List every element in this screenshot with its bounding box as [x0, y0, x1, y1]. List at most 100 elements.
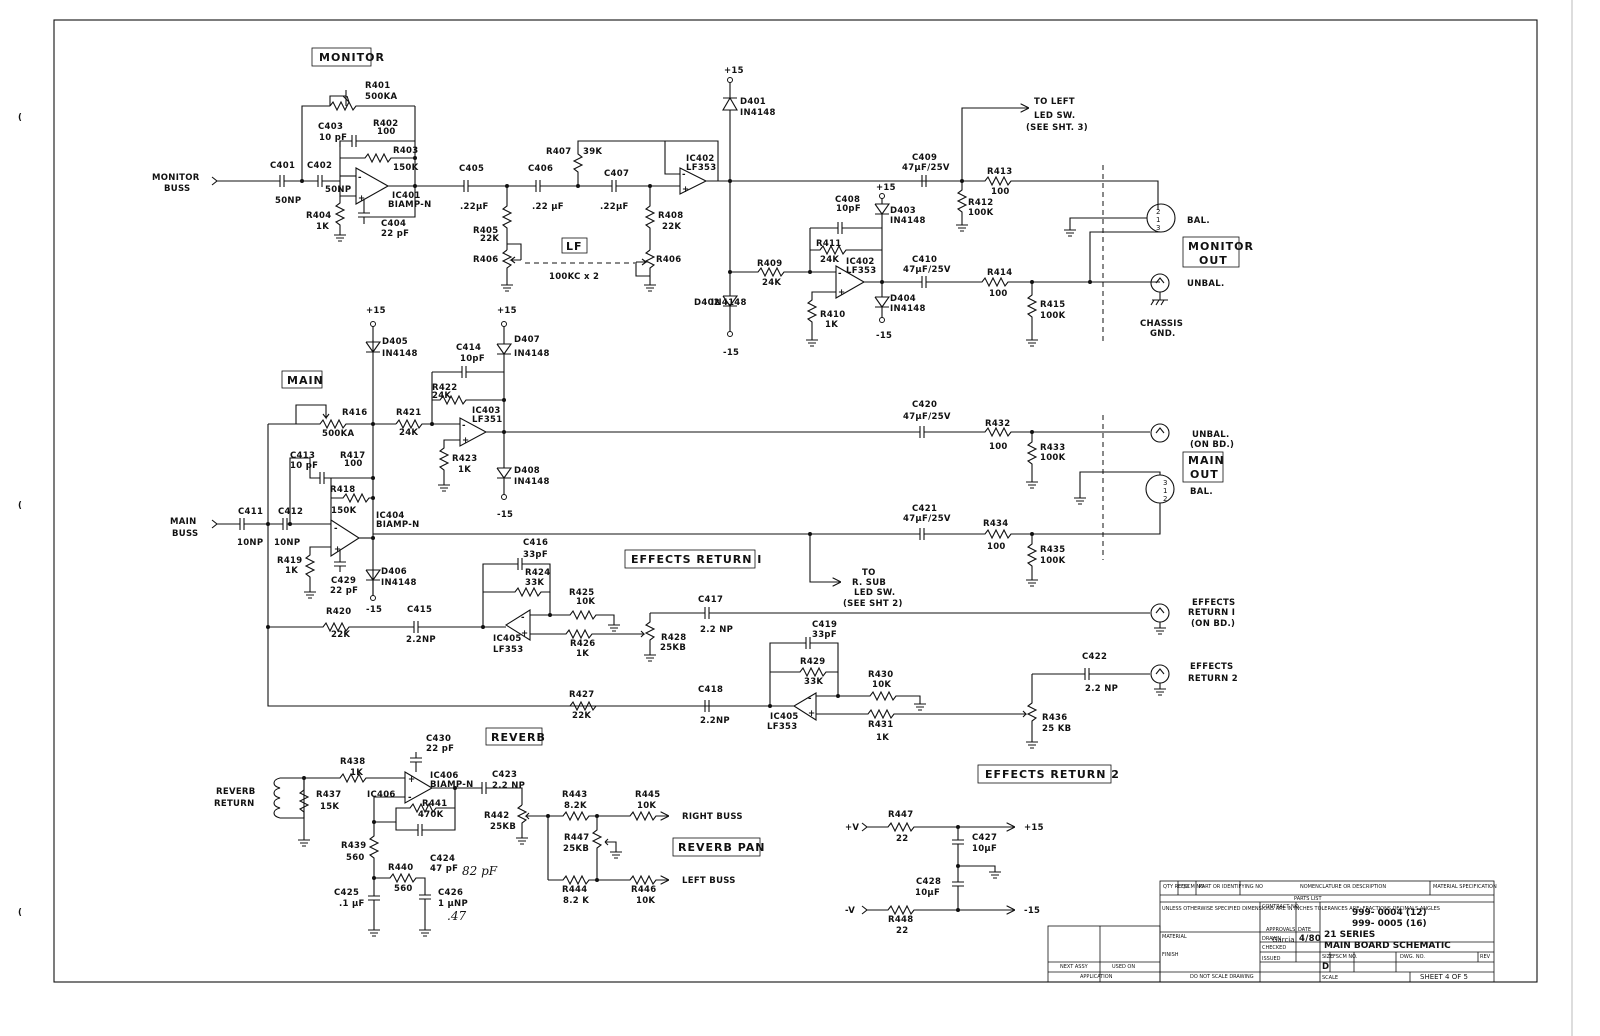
c408-label: C408 — [835, 195, 860, 205]
c407-label: .22μF — [600, 202, 629, 212]
c406-label: .22 μF — [532, 202, 564, 212]
section-label-monitor: MONITOR — [319, 51, 385, 64]
d401-label: D401 — [740, 97, 766, 107]
d403-label: D403 — [890, 206, 916, 216]
r406b-label: R406 — [656, 255, 682, 265]
r416-label: 500KA — [322, 429, 355, 439]
diode-d408 — [496, 432, 513, 495]
capacitor-c428 — [952, 866, 964, 910]
c428-label: 10μF — [915, 888, 940, 898]
r434-label: R434 — [983, 519, 1009, 529]
r414-label: 100 — [989, 289, 1008, 299]
r424-label: 33K — [525, 578, 544, 588]
r429-label: 33K — [804, 677, 823, 687]
svg-text:1: 1 — [1156, 216, 1160, 224]
r428-label: R428 — [661, 633, 687, 643]
pot-r436 — [1020, 673, 1085, 749]
minus15-label: -15 — [1024, 906, 1040, 916]
handwritten-c424-note: 82 pF — [462, 864, 498, 878]
resistor-r433 — [1026, 432, 1038, 489]
to-left-led-label: (SEE SHT. 3) — [1026, 123, 1088, 133]
r407-label: 39K — [583, 147, 602, 157]
do-not-scale-label: DO NOT SCALE DRAWING — [1190, 974, 1254, 980]
ic404-label: BIAMP-N — [376, 520, 420, 530]
reverb-return-label: REVERB — [216, 787, 256, 797]
c424-label: C424 — [430, 854, 455, 864]
diode-d403 — [874, 198, 891, 228]
svg-text:2: 2 — [1163, 495, 1167, 503]
resistor-r437 — [298, 778, 310, 847]
r447-label: 25KB — [563, 844, 589, 854]
pot-r406a — [501, 243, 522, 292]
c412-label: C412 — [278, 507, 303, 517]
binder-mark: ( — [18, 501, 22, 511]
c409-label: C409 — [912, 153, 937, 163]
section-label-effects-return-1: EFFECTS RETURN I — [631, 553, 762, 566]
parts-list-label: PARTS LIST — [1294, 896, 1322, 902]
part-number-1: 999- 0004 (12) — [1352, 908, 1427, 918]
opamp-ic402a — [679, 167, 708, 195]
diode-d402 — [722, 181, 739, 332]
d405-label: D405 — [382, 337, 408, 347]
reverb-section: REVERB REVERB RETURN R437 15K R438 1K +-… — [214, 727, 764, 937]
r431-label: R431 — [868, 720, 894, 730]
r420-label: R420 — [326, 607, 352, 617]
capacitor-c422 — [1084, 668, 1150, 680]
capacitor-c430 — [410, 752, 422, 772]
r441-label: 470K — [418, 810, 444, 820]
r420-label: 22K — [331, 630, 350, 640]
r448-label: 22 — [896, 926, 908, 936]
capacitor-c426 — [419, 894, 431, 937]
r411-label: R411 — [816, 239, 842, 249]
c414-label: 10pF — [460, 354, 485, 364]
r425-label: R425 — [569, 588, 595, 598]
p15-label: +15 — [724, 66, 744, 76]
handwritten-c426-note: .47 — [447, 909, 466, 923]
c405-label: C405 — [459, 164, 484, 174]
p15-label: +15 — [876, 183, 896, 193]
resistor-r443 — [548, 810, 668, 822]
capacitor-c412 — [282, 518, 331, 530]
r444-label: 8.2 K — [563, 896, 589, 906]
left-buss-label: LEFT BUSS — [682, 876, 736, 886]
drawn-by: Garcia — [1272, 936, 1295, 944]
capacitor-c405 — [450, 180, 536, 192]
main-section: MAIN MAIN BUSS C411 10NP C412 10NP R416 … — [170, 306, 1234, 707]
c423-label: 2.2 NP — [492, 781, 525, 791]
c409-label: 47μF/25V — [902, 163, 950, 173]
diode-d401 — [722, 80, 738, 181]
capacitor-c411 — [239, 518, 283, 530]
c426-label: 1 μNP — [438, 899, 468, 909]
c430-label: C430 — [426, 734, 451, 744]
drawing-title: MAIN BOARD SCHEMATIC — [1324, 941, 1451, 951]
checked-label: CHECKED — [1262, 945, 1286, 951]
d408-label: D408 — [514, 466, 540, 476]
r406a-label: R406 — [473, 255, 499, 265]
svg-text:-: - — [808, 694, 812, 704]
r443-label: R443 — [562, 790, 588, 800]
c412-label: 10NP — [274, 538, 300, 548]
c408-label: 10pF — [836, 204, 861, 214]
scale-hdr-label: SCALE — [1322, 975, 1338, 981]
issued-label: ISSUED — [1262, 956, 1281, 962]
effects-return-1-jack-label: (ON BD.) — [1191, 619, 1235, 629]
capacitor-c417 — [704, 607, 1150, 619]
qty-cols-label: QTY REQD — [1163, 884, 1189, 890]
svg-text:3: 3 — [1156, 224, 1160, 232]
drawn-label: DRAWN — [1262, 936, 1281, 942]
r419-label: 1K — [285, 566, 298, 576]
capacitor-c424 — [395, 822, 456, 836]
resistor-r435 — [1026, 534, 1038, 587]
section-label-monitor-out: MONITOR — [1188, 240, 1254, 253]
r447-label: R447 — [564, 833, 590, 843]
c427-label: 10μF — [972, 844, 997, 854]
effects-return-section: EFFECTS RETURN I R420 22K C415 2.2NP C41… — [266, 538, 1238, 784]
r403-label: 150K — [393, 163, 419, 173]
m15-label: -15 — [497, 510, 513, 520]
r435-label: R435 — [1040, 545, 1066, 555]
resistor-r408 — [644, 186, 656, 250]
c428-label: C428 — [916, 877, 941, 887]
main-buss-input — [211, 519, 240, 529]
monitor-unbal-jack — [1150, 273, 1170, 293]
